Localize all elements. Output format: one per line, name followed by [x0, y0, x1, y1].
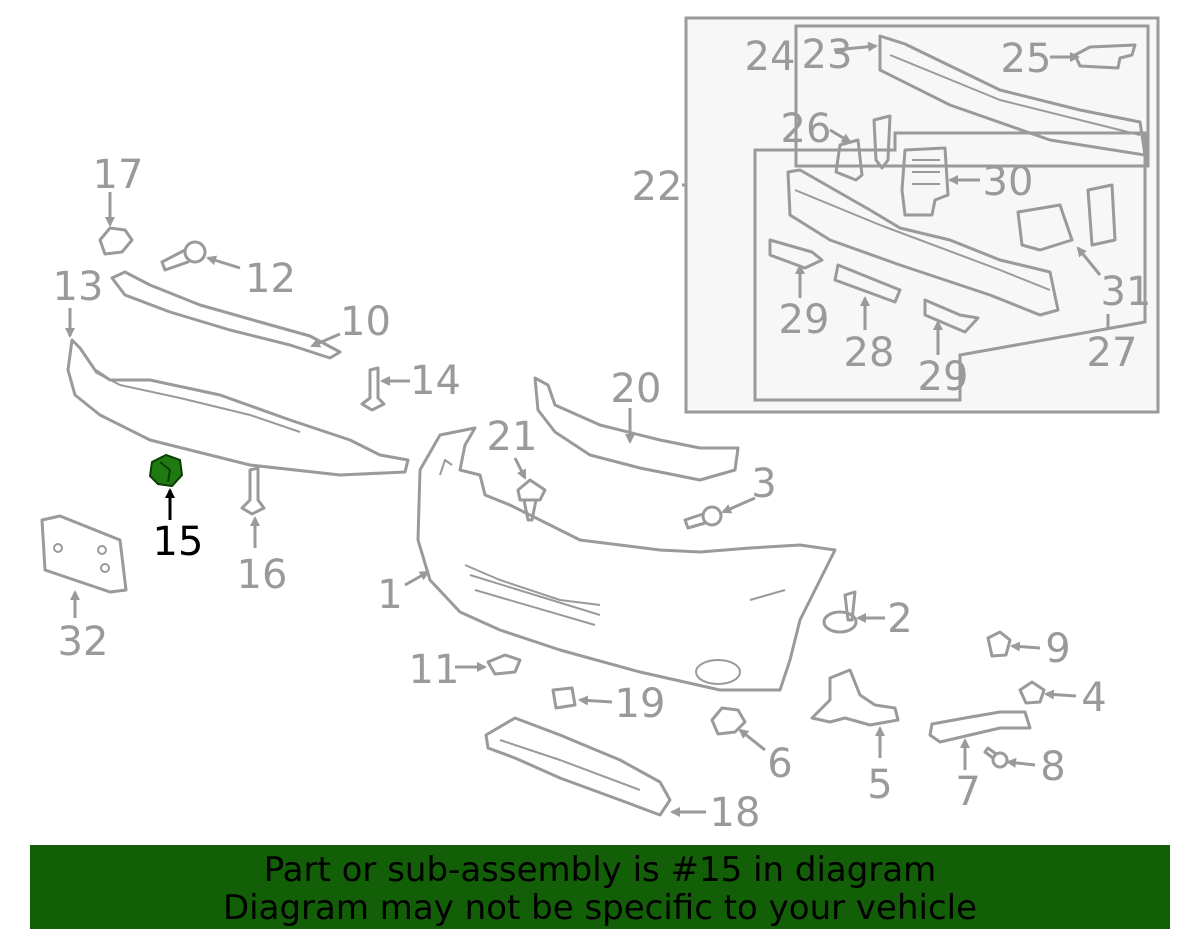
part-2-shape [822, 590, 858, 634]
label-25: 25 [1001, 36, 1052, 82]
label-10: 10 [340, 299, 391, 345]
part-29a-shape [768, 238, 824, 270]
label-24: 24 [745, 34, 796, 80]
part-16-shape [240, 466, 266, 516]
part-25-shape [1073, 43, 1137, 70]
part-10-shape [110, 270, 342, 360]
label-11: 11 [409, 647, 460, 693]
part-18-shape [484, 716, 672, 817]
part-29b-shape [923, 298, 980, 334]
label-29a: 29 [779, 297, 830, 343]
label-23: 23 [802, 32, 853, 78]
part-31-shape [1016, 183, 1117, 252]
part-27-shape [786, 168, 1060, 317]
part-17-shape [98, 226, 134, 256]
part-6-shape [710, 706, 747, 736]
part-20-shape [533, 376, 740, 482]
label-17: 17 [93, 152, 144, 198]
part-21-shape [516, 478, 547, 522]
part-1-shape [416, 426, 837, 692]
label-3: 3 [751, 461, 776, 507]
label-12: 12 [245, 256, 296, 302]
banner-line-part-number: Part or sub-assembly is #15 in diagram [263, 850, 937, 890]
label-22: 22 [632, 164, 683, 210]
part-15-highlighted[interactable] [148, 453, 184, 488]
part-19-shape [551, 686, 577, 710]
label-1: 1 [377, 572, 402, 618]
label-29b: 29 [918, 354, 969, 400]
label-16: 16 [237, 552, 288, 598]
label-26: 26 [781, 106, 832, 152]
label-6: 6 [767, 741, 792, 787]
label-18: 18 [710, 790, 761, 836]
part-14-shape [360, 366, 386, 412]
label-2: 2 [887, 596, 912, 642]
label-28: 28 [844, 330, 895, 376]
info-banner: Part or sub-assembly is #15 in diagram D… [30, 845, 1170, 929]
part-labels: 17 12 13 10 14 15 16 32 20 21 3 1 2 9 4 … [53, 32, 1152, 836]
label-27: 27 [1087, 330, 1138, 376]
part-32-shape [40, 514, 128, 594]
part-28-shape [833, 263, 902, 304]
part-8-shape [983, 746, 1009, 769]
label-15: 15 [153, 519, 204, 565]
label-5: 5 [867, 762, 892, 808]
label-9: 9 [1045, 626, 1070, 672]
part-26-shape [834, 138, 864, 182]
label-20: 20 [611, 366, 662, 412]
label-31: 31 [1101, 269, 1152, 315]
part-7-shape [928, 710, 1032, 744]
label-13: 13 [53, 264, 104, 310]
part-4-shape [1018, 680, 1046, 705]
bracket-small-shape [872, 114, 892, 170]
label-30: 30 [983, 159, 1034, 205]
label-19: 19 [615, 681, 666, 727]
label-4: 4 [1081, 675, 1106, 721]
leader-arrows [65, 41, 1110, 817]
banner-line-disclaimer: Diagram may not be specific to your vehi… [222, 888, 978, 928]
part-13-shape [66, 338, 410, 477]
label-32: 32 [58, 619, 109, 665]
part-5-shape [810, 668, 900, 727]
part-9-shape [986, 630, 1012, 658]
label-7: 7 [955, 769, 980, 815]
part-23-shape [878, 34, 1147, 157]
label-14: 14 [410, 358, 461, 404]
label-8: 8 [1040, 744, 1065, 790]
part-30-shape [900, 146, 950, 217]
part-12-shape [160, 240, 207, 272]
part-3-shape [683, 505, 723, 530]
part-11-shape [486, 653, 522, 676]
label-21: 21 [487, 414, 538, 460]
